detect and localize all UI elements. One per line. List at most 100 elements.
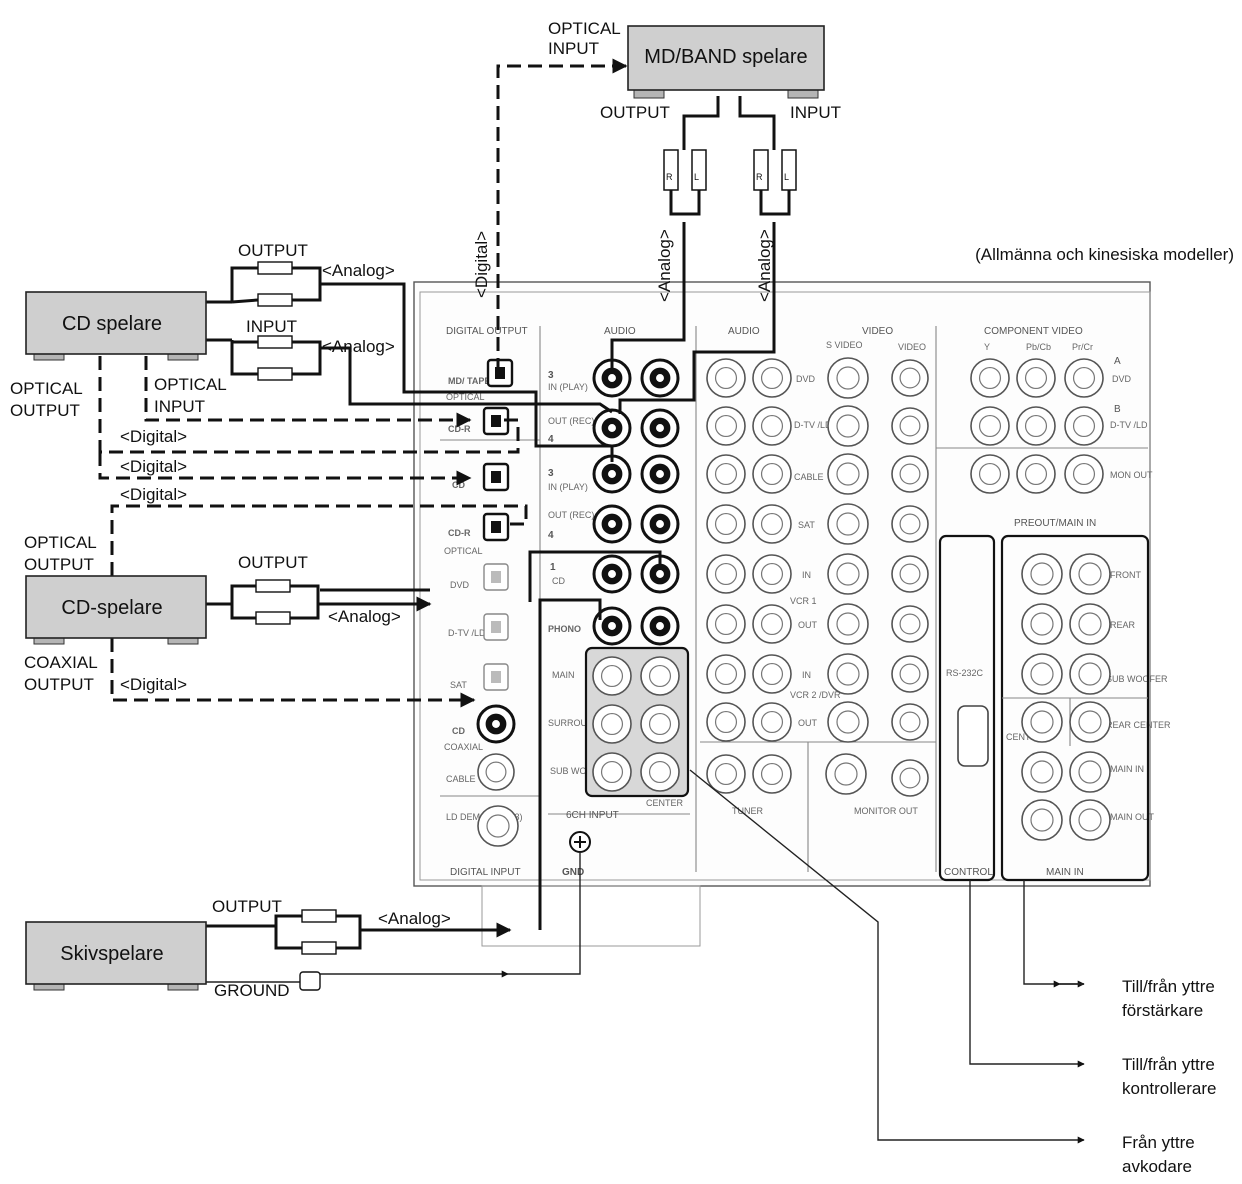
amp-note-l2: förstärkare xyxy=(1122,1001,1203,1020)
preout-l-4 xyxy=(1069,799,1111,841)
av-audio-l-3 xyxy=(752,504,792,544)
audio-jack-l-1 xyxy=(592,408,632,448)
av-audio-r-7 xyxy=(706,702,746,742)
optical-tag-2: OPTICAL xyxy=(444,546,483,556)
cd-top-label: CD spelare xyxy=(62,313,162,335)
dvd-label-d: DVD xyxy=(450,580,470,590)
cd-top-optical-input-l1: OPTICAL xyxy=(154,375,227,394)
6ch-jack-r-1 xyxy=(640,704,680,744)
sat-label-d: SAT xyxy=(450,680,467,690)
vcr1-label: VCR 1 xyxy=(790,596,817,606)
svideo-jack-6 xyxy=(827,653,869,695)
preout-r-3 xyxy=(1021,751,1063,793)
comp-pb-1 xyxy=(1016,406,1056,446)
preout-r-4 xyxy=(1021,799,1063,841)
dtv-row-label: D-TV /LD xyxy=(794,420,832,430)
cd-mid-optical-output-l2: OUTPUT xyxy=(24,555,94,574)
preout-l-1 xyxy=(1069,603,1111,645)
cd-optical-jack-port xyxy=(491,471,501,483)
cd-label-d: CD xyxy=(452,480,465,490)
turntable-label: Skivspelare xyxy=(60,943,163,965)
cd-top-analog-out: <Analog> xyxy=(322,261,395,280)
cd-top-output-plug xyxy=(230,261,322,307)
av-audio-r-1 xyxy=(706,406,746,446)
comp-pb-0 xyxy=(1016,358,1056,398)
cable-row-label: CABLE xyxy=(794,472,824,482)
main-in-footer: MAIN IN xyxy=(1046,867,1084,878)
main-6ch-label: MAIN xyxy=(552,670,575,680)
dtv-optical-jack-port xyxy=(491,621,501,633)
av-audio-l-6 xyxy=(752,654,792,694)
out-rec-b: OUT (REC) xyxy=(548,510,594,520)
audio-jack-l-4 xyxy=(592,554,632,594)
s-video-header: S VIDEO xyxy=(826,340,863,350)
cd-mid-output-label: OUTPUT xyxy=(238,553,308,572)
md-tape-label: MD/ TAPE xyxy=(448,376,490,386)
cd-r-optical-jack-1-port xyxy=(491,415,501,427)
rear-center-pre-jack xyxy=(1069,701,1111,743)
svideo-jack-7 xyxy=(827,701,869,743)
optical-tag-1: OPTICAL xyxy=(446,392,485,402)
digital-label-2: <Digital> xyxy=(120,457,187,476)
vcr2-out-label: OUT xyxy=(798,718,818,728)
cd-r-label-2: CD-R xyxy=(448,528,471,538)
av-audio-r-6 xyxy=(706,654,746,694)
tuner-l-jack xyxy=(752,754,792,794)
num-3-a: 3 xyxy=(548,370,554,381)
md-optical-input-l2: INPUT xyxy=(548,39,599,58)
svideo-jack-0 xyxy=(827,357,869,399)
md-output-plug-pair: R L xyxy=(663,149,707,216)
cd-mid-output-plug xyxy=(230,579,320,625)
ground-plug xyxy=(299,971,321,991)
av-audio-l-0 xyxy=(752,358,792,398)
cd-top-input-label: INPUT xyxy=(246,317,297,336)
labels: OPTICAL INPUT OUTPUT INPUT <Digital> <An… xyxy=(10,19,1234,1176)
video-jack-1 xyxy=(891,407,929,445)
cd-top-optical-output-l2: OUTPUT xyxy=(10,401,80,420)
comp-y-2 xyxy=(970,454,1010,494)
audio-header-2: AUDIO xyxy=(728,326,760,337)
surround-label: SURROUND xyxy=(548,718,601,728)
cd-top-input-plug xyxy=(230,335,322,381)
cd-top-optical-output-l1: OPTICAL xyxy=(10,379,83,398)
av-audio-r-4 xyxy=(706,554,746,594)
num-1: 1 xyxy=(550,562,556,573)
dvd-row-label: DVD xyxy=(796,374,816,384)
preout-l-2 xyxy=(1069,653,1111,695)
md-tape-optical-jack-port xyxy=(495,367,505,379)
preout-l-0 xyxy=(1069,553,1111,595)
tuner-r-jack xyxy=(706,754,746,794)
6ch-jack-r-2 xyxy=(640,752,680,792)
comp-pr-1 xyxy=(1064,406,1104,446)
turntable-output-label: OUTPUT xyxy=(212,897,282,916)
component-a-label: A xyxy=(1114,356,1121,367)
svideo-jack-3 xyxy=(827,503,869,545)
digital-output-header: DIGITAL OUTPUT xyxy=(446,326,528,337)
cable-label-d: CABLE xyxy=(446,774,476,784)
y-label: Y xyxy=(984,342,990,352)
svideo-jack-5 xyxy=(827,603,869,645)
cables xyxy=(98,58,1085,1144)
coaxial-tag: COAXIAL xyxy=(444,742,483,752)
video-col-header: VIDEO xyxy=(898,342,926,352)
audio-header: AUDIO xyxy=(604,326,636,337)
turntable-output-plug xyxy=(274,909,362,955)
av-audio-l-7 xyxy=(752,702,792,742)
audio-jack-l-5 xyxy=(592,606,632,646)
video-jack-7 xyxy=(891,703,929,741)
cd-label-coax: CD xyxy=(452,726,465,736)
region-note: (Allmänna och kinesiska modeller) xyxy=(975,245,1234,264)
md-optical-input-l1: OPTICAL xyxy=(548,19,621,38)
cd-top-analog-in: <Analog> xyxy=(322,337,395,356)
monitor-out-label: MONITOR OUT xyxy=(854,806,918,816)
control-footer: CONTROL xyxy=(944,867,993,878)
gnd-footer: GND xyxy=(562,867,584,878)
component-b-label: B xyxy=(1114,404,1121,415)
phono-label: PHONO xyxy=(548,624,581,634)
av-audio-r-2 xyxy=(706,454,746,494)
6ch-jack-l-1 xyxy=(592,704,632,744)
md-output-label: OUTPUT xyxy=(600,103,670,122)
comp-y-1 xyxy=(970,406,1010,446)
cd-audio-label: CD xyxy=(552,576,565,586)
